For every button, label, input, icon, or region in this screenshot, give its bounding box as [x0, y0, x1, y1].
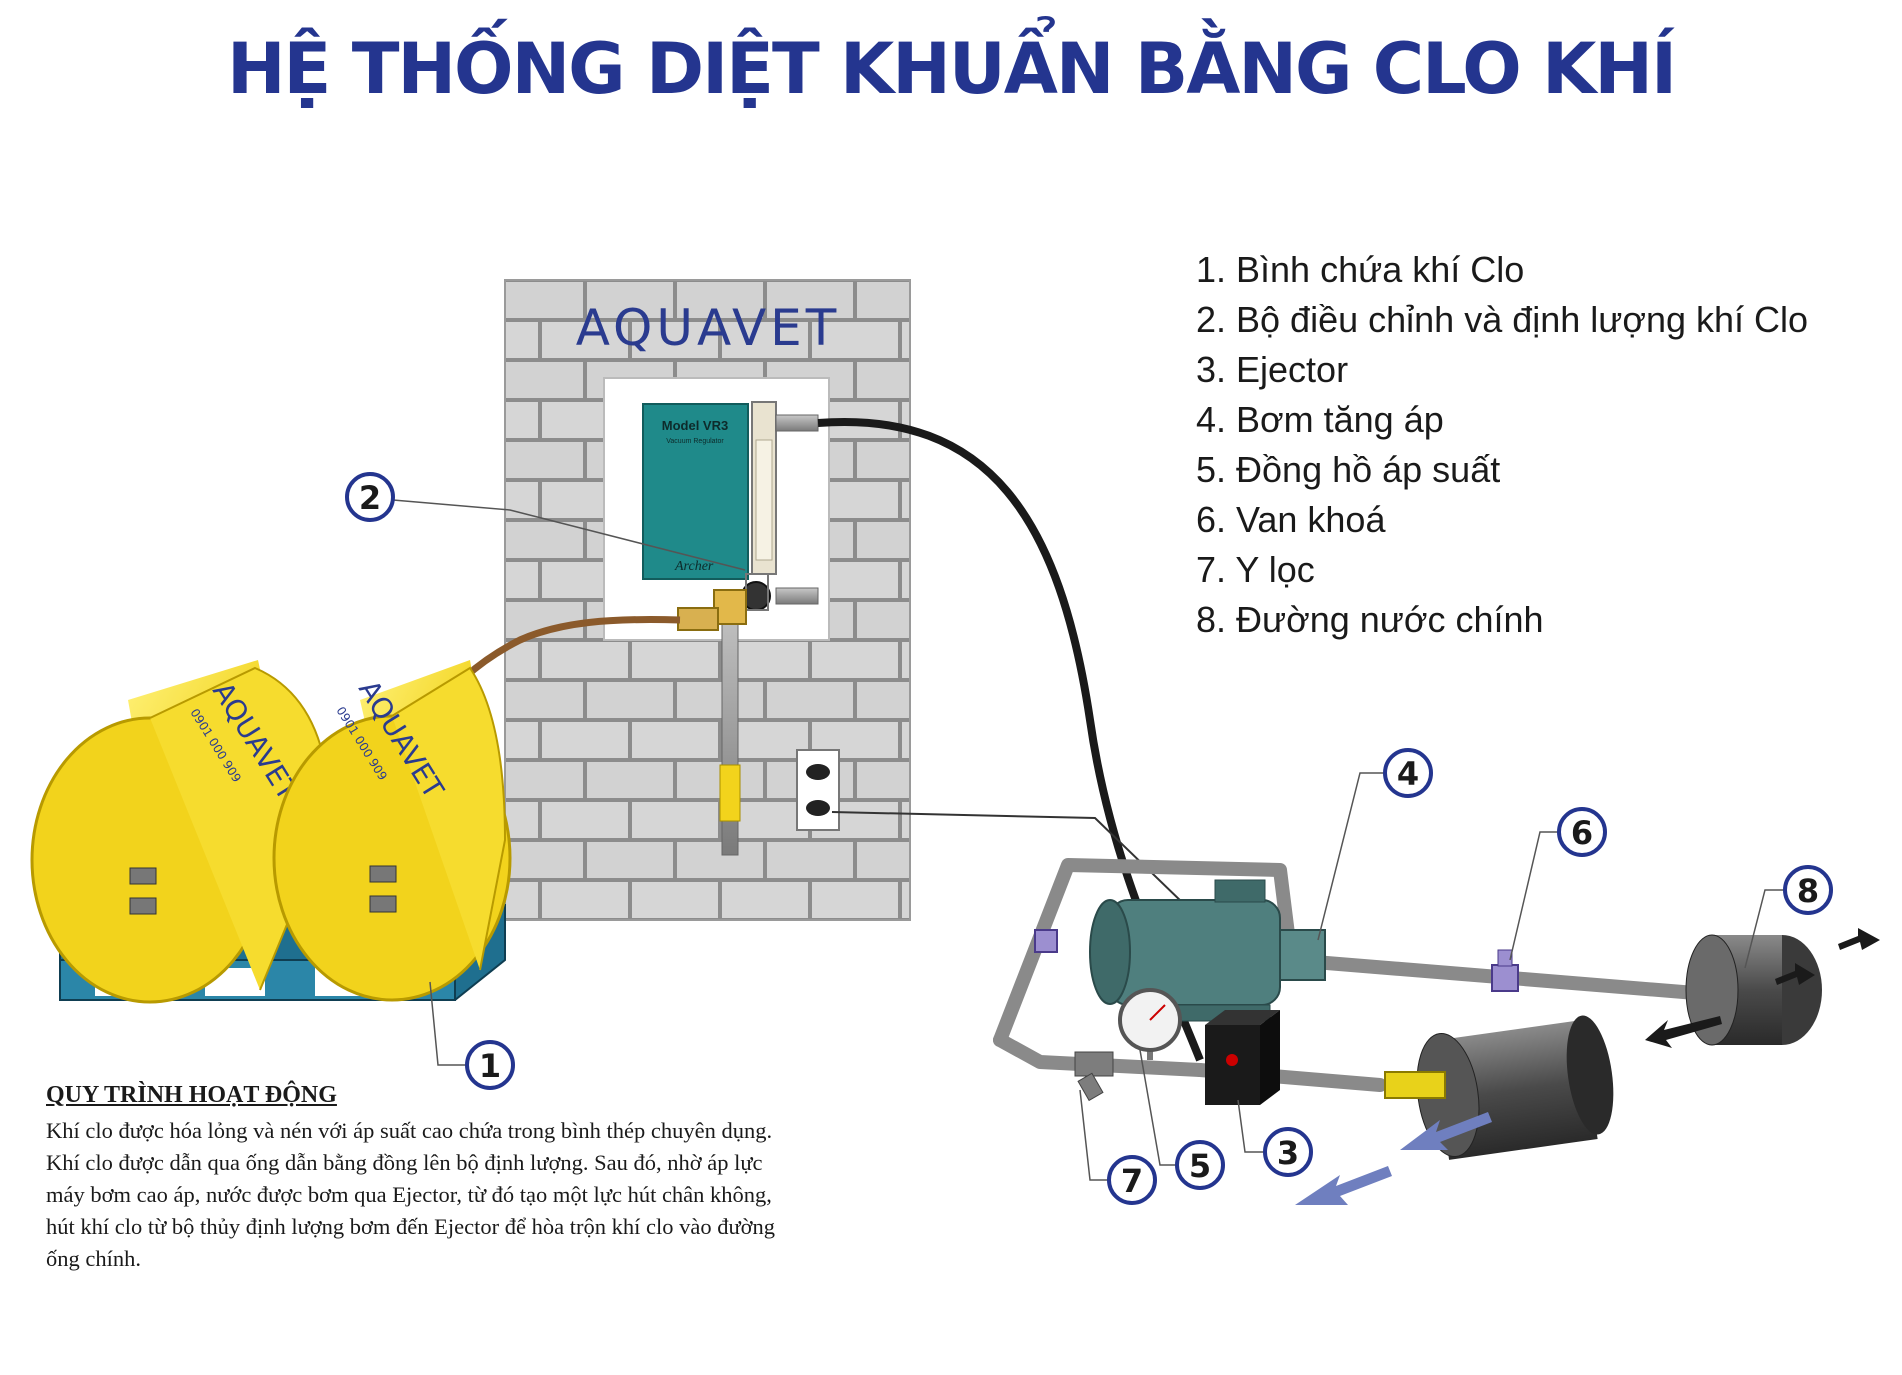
bypass-valve	[1034, 929, 1058, 953]
legend-item: 7. Y lọc	[1196, 549, 1315, 590]
regulator-maker-logo: Archer	[674, 559, 714, 574]
svg-text:2: 2	[359, 479, 381, 517]
callout-4: 4	[1383, 748, 1433, 798]
process-description: QUY TRÌNH HOẠT ĐỘNG Khí clo được hóa lỏn…	[46, 1082, 896, 1275]
flow-arrow-in-1	[1838, 928, 1880, 950]
wall-brand-logo: AQUAVET	[576, 299, 841, 357]
callout-2: 2	[345, 472, 395, 522]
process-body: Khí clo được hóa lỏng và nén với áp suất…	[46, 1115, 896, 1275]
legend-item: 2. Bộ điều chỉnh và định lượng khí Clo	[1196, 299, 1809, 340]
process-line: ống chính.	[46, 1246, 141, 1271]
main-water-pipe-inlet	[1685, 934, 1822, 1046]
flow-arrow-out-1	[1400, 1112, 1492, 1150]
legend-item: 6. Van khoá	[1196, 499, 1386, 540]
svg-text:5: 5	[1189, 1147, 1211, 1185]
process-line: Khí clo được dẫn qua ống dẫn bằng đồng l…	[46, 1150, 763, 1175]
legend-item: 4. Bơm tăng áp	[1196, 399, 1444, 440]
callout-8: 8	[1783, 865, 1833, 915]
legend-item: 8. Đường nước chính	[1196, 599, 1544, 640]
regulator-subtitle: Vacuum Regulator	[666, 438, 724, 445]
process-line: máy bơm cao áp, nước được bơm qua Ejecto…	[46, 1182, 772, 1207]
chlorine-tank-right: AQUAVET 0901 000 909	[272, 660, 512, 1002]
legend-item: 1. Bình chứa khí Clo	[1196, 249, 1525, 290]
flow-arrow-out-2	[1295, 1166, 1392, 1205]
power-cable	[831, 811, 1186, 906]
process-line: Khí clo được hóa lỏng và nén với áp suất…	[46, 1118, 773, 1143]
regulator-model: Model VR3	[662, 418, 728, 433]
vacuum-regulator: Model VR3 Vacuum Regulator Archer	[642, 401, 819, 611]
chlorine-tank-left: AQUAVET 0901 000 909	[30, 660, 332, 1004]
component-legend: 1. Bình chứa khí Clo 2. Bộ điều chỉnh và…	[1196, 245, 1808, 645]
callout-3: 3	[1263, 1127, 1313, 1177]
shut-off-valve	[1491, 949, 1519, 992]
leader-lines	[392, 499, 1785, 1181]
svg-text:8: 8	[1797, 872, 1819, 910]
page-title: HỆ THỐNG DIỆT KHUẨN BẰNG CLO KHÍ	[226, 28, 1677, 110]
flow-arrow-mid	[1645, 1016, 1722, 1048]
booster-pump	[1089, 879, 1326, 1022]
callout-1: 1	[465, 1040, 515, 1090]
svg-text:3: 3	[1277, 1134, 1299, 1172]
process-line: hút khí clo từ bộ thủy định lượng bơm đế…	[46, 1214, 776, 1239]
legend-item: 5. Đồng hồ áp suất	[1196, 449, 1501, 490]
legend-item: 3. Ejector	[1196, 349, 1349, 390]
callout-7: 7	[1107, 1155, 1157, 1205]
callout-6: 6	[1557, 807, 1607, 857]
power-outlet	[796, 749, 840, 831]
svg-text:1: 1	[479, 1047, 501, 1085]
y-strainer	[1074, 1051, 1114, 1102]
ejector	[1205, 1010, 1280, 1105]
flow-arrow-in-2	[1775, 963, 1815, 985]
svg-text:4: 4	[1397, 755, 1419, 793]
svg-text:7: 7	[1121, 1162, 1143, 1200]
pressure-gauge	[1118, 988, 1182, 1060]
ejector-outlet-fitting	[1384, 1071, 1446, 1099]
process-title: QUY TRÌNH HOẠT ĐỘNG	[46, 1082, 337, 1108]
svg-text:6: 6	[1571, 814, 1593, 852]
callout-5: 5	[1175, 1140, 1225, 1190]
